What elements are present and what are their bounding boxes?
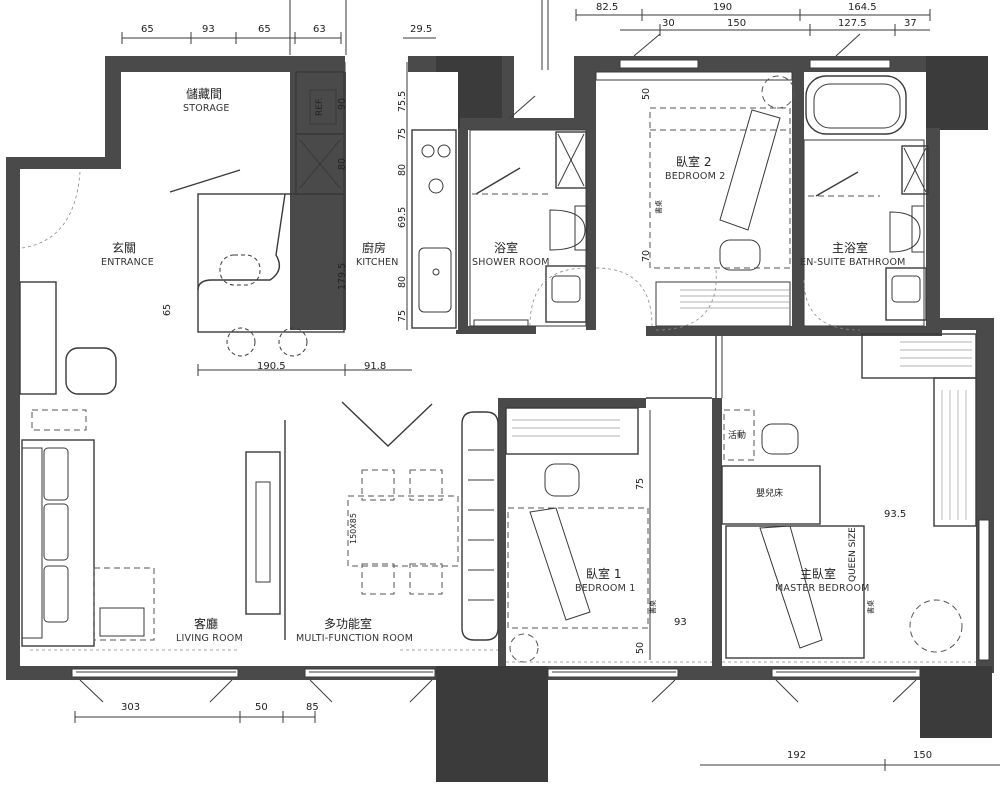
bedroom1-label-cn: 臥室 1 xyxy=(586,567,622,581)
dim-bottom-3: 85 xyxy=(306,702,319,713)
dim-top-2: 93 xyxy=(202,24,215,35)
dim-bottom-4: 192 xyxy=(787,750,807,761)
window-swings xyxy=(79,33,917,703)
dim-top-11: 127.5 xyxy=(838,18,867,29)
dim-b1-93: 93 xyxy=(674,617,687,628)
partition-lines xyxy=(529,267,723,399)
living-fixtures xyxy=(19,281,286,651)
desk-label-b1: 書桌 xyxy=(649,600,657,614)
ref-label: REF. xyxy=(315,97,325,116)
dim-bottom-1: 303 xyxy=(121,702,141,713)
desk-label-b2: 書桌 xyxy=(655,200,663,214)
dim-bottom-5: 150 xyxy=(913,750,933,761)
dim-counter-r: 91.8 xyxy=(364,361,387,372)
shower-label-en: SHOWER ROOM xyxy=(472,257,550,268)
dim-k-2: 75 xyxy=(397,127,408,140)
desk-label-master: 書桌 xyxy=(867,600,875,614)
dim-k-4: 69.5 xyxy=(397,206,408,228)
dim-k-1: 75.5 xyxy=(397,90,408,112)
entrance-label-en: ENTRANCE xyxy=(101,257,154,268)
dim-top-4: 63 xyxy=(313,24,326,35)
crib-label: 嬰兒床 xyxy=(756,489,784,499)
kitchen-fixtures xyxy=(21,71,457,357)
dim-top-8: 164.5 xyxy=(848,2,877,13)
dim-top-6: 82.5 xyxy=(596,2,619,13)
ensuite-fixtures xyxy=(803,75,929,327)
queen-size-label: QUEEN SIZE xyxy=(848,527,858,582)
dim-top-7: 190 xyxy=(713,2,733,13)
dim-k-3: 80 xyxy=(397,163,408,176)
bedroom2-label-en: BEDROOM 2 xyxy=(665,171,726,182)
shower-fixtures xyxy=(469,129,588,327)
dim-b2-top: 50 xyxy=(641,87,652,100)
kitchen-label-cn: 廚房 xyxy=(362,241,387,255)
dimension-lines xyxy=(74,0,1000,771)
entrance-label-cn: 玄關 xyxy=(112,241,137,255)
dim-k-7: 75 xyxy=(397,309,408,322)
dim-top-12: 37 xyxy=(904,18,917,29)
dim-table: 150X85 xyxy=(349,513,358,544)
dim-top-10: 150 xyxy=(727,18,747,29)
dim-k-8: 90 xyxy=(337,97,348,110)
dim-master-w: 93.5 xyxy=(884,509,907,520)
ensuite-label-en: EN-SUITE BATHROOM xyxy=(800,257,906,268)
storage-label-cn: 儲藏間 xyxy=(186,87,223,101)
dim-b1-75: 75 xyxy=(635,477,646,490)
bedroom2-label-cn: 臥室 2 xyxy=(676,155,712,169)
windows xyxy=(71,59,990,678)
dim-top-9: 30 xyxy=(662,18,675,29)
dim-bottom-2: 50 xyxy=(255,702,268,713)
dim-counter-h: 65 xyxy=(162,303,173,316)
shower-label-cn: 浴室 xyxy=(494,241,519,255)
dim-k-9: 80 xyxy=(337,157,348,170)
movable-label: 活動 xyxy=(728,431,747,441)
dim-b2-mid: 70 xyxy=(641,249,652,262)
storage-label-en: STORAGE xyxy=(183,103,230,114)
multi-fixtures xyxy=(341,401,499,651)
dim-counter-w: 190.5 xyxy=(257,361,286,372)
bedroom1-label-en: BEDROOM 1 xyxy=(575,583,636,594)
walls xyxy=(6,56,994,782)
master-label-en: MASTER BEDROOM xyxy=(775,583,870,594)
dim-k-6: 80 xyxy=(397,275,408,288)
living-label-cn: 客廳 xyxy=(194,617,219,631)
multi-label-cn: 多功能室 xyxy=(324,617,373,631)
dim-b1-50: 50 xyxy=(635,641,646,654)
ensuite-label-cn: 主浴室 xyxy=(832,241,869,255)
dim-top-1: 65 xyxy=(141,24,154,35)
bedroom2-fixtures xyxy=(595,71,795,327)
kitchen-label-en: KITCHEN xyxy=(356,257,399,268)
dim-top-5: 29.5 xyxy=(410,24,433,35)
master-fixtures xyxy=(655,269,977,663)
dim-top-3: 65 xyxy=(258,24,271,35)
multi-label-en: MULTI-FUNCTION ROOM xyxy=(296,633,414,644)
living-label-en: LIVING ROOM xyxy=(176,633,243,644)
master-label-cn: 主臥室 xyxy=(800,567,837,581)
dim-k-5: 179.5 xyxy=(337,262,348,290)
bedroom1-fixtures xyxy=(505,407,712,663)
